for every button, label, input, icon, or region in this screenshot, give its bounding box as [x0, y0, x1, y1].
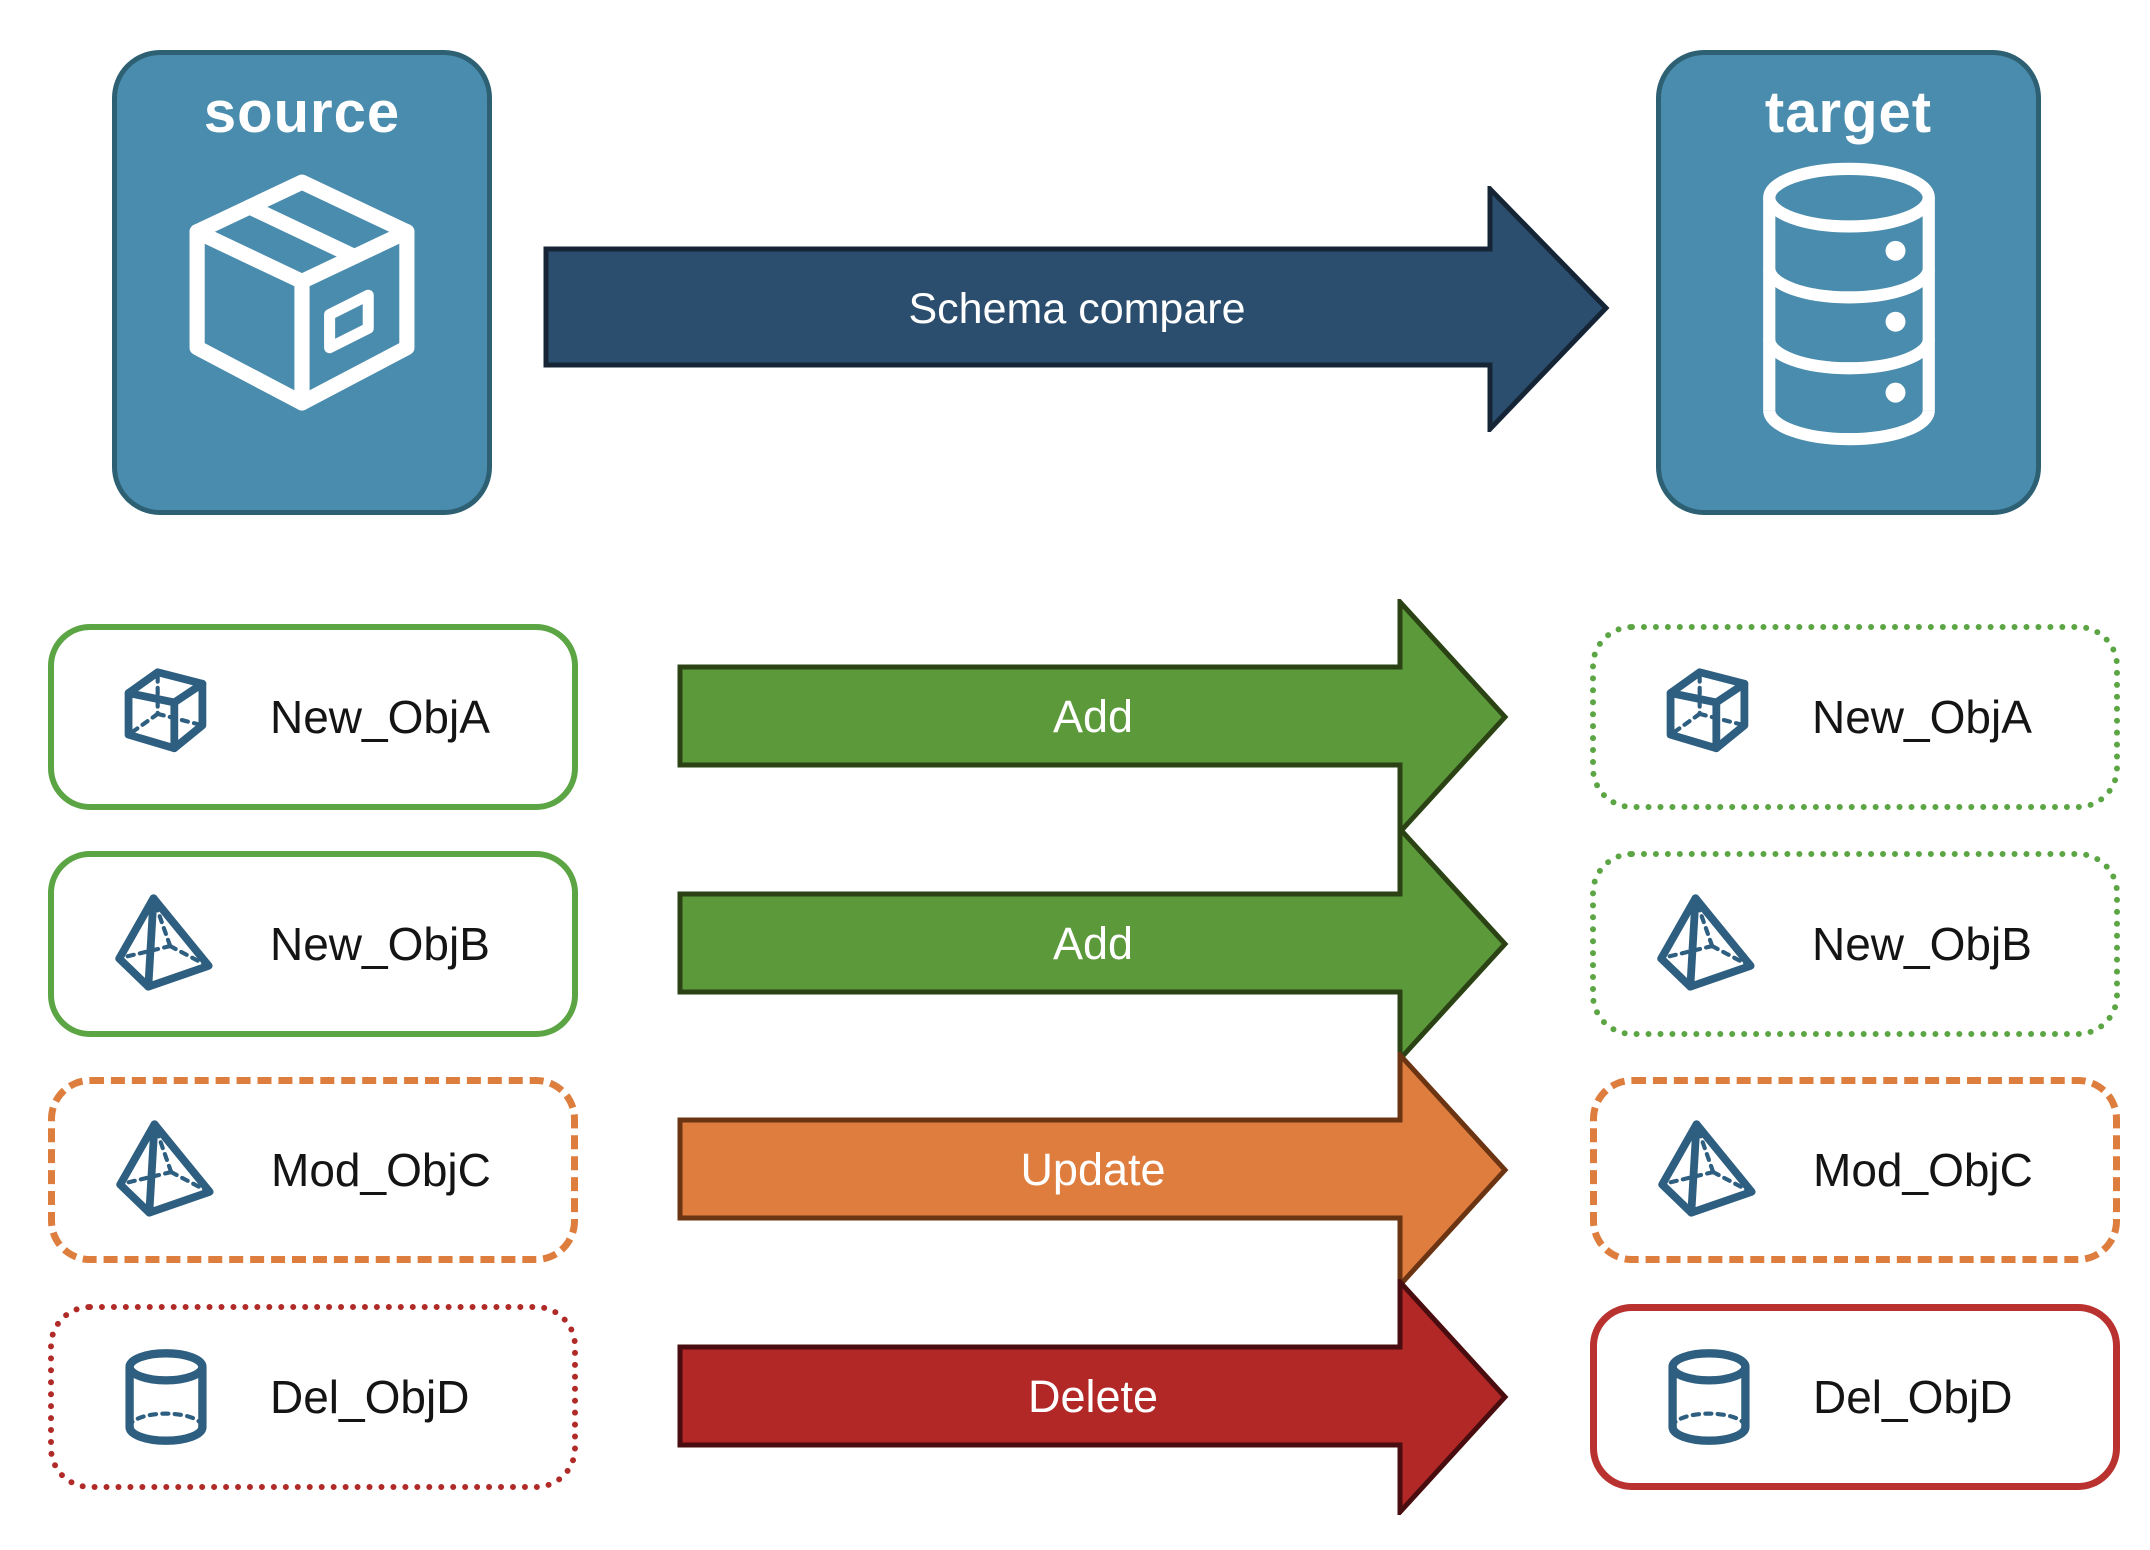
object-label: New_ObjB [1812, 918, 2032, 970]
cube-icon [1656, 665, 1760, 769]
schema-compare-arrow: Schema compare [543, 186, 1611, 432]
target-title: target [1764, 80, 1933, 145]
database-icon [1738, 160, 1960, 448]
target-node: target [1656, 50, 2041, 515]
object-label: New_ObjB [270, 918, 490, 970]
package-icon [164, 160, 440, 436]
target-object-card-new-objb: New_ObjB [1590, 851, 2120, 1037]
add-arrow-row1: Add [676, 599, 1510, 835]
source-title: source [203, 80, 401, 145]
source-object-card-del-objd: Del_ObjD [48, 1304, 578, 1490]
right-arrow-shape [677, 1052, 1509, 1288]
object-label: Mod_ObjC [1813, 1144, 2033, 1196]
update-arrow-row3: Update [676, 1052, 1510, 1288]
pyramid-icon [115, 1118, 219, 1222]
source-object-card-mod-objc: Mod_ObjC [48, 1077, 578, 1263]
pyramid-icon [114, 892, 218, 996]
right-arrow-shape [543, 186, 1610, 432]
object-label: New_ObjA [270, 691, 490, 743]
source-object-card-new-obja: New_ObjA [48, 624, 578, 810]
object-label: Del_ObjD [1813, 1371, 2013, 1423]
target-object-card-mod-objc: Mod_ObjC [1590, 1077, 2120, 1263]
right-arrow-shape [677, 1279, 1509, 1515]
object-label: New_ObjA [1812, 691, 2032, 743]
delete-arrow-row4: Delete [676, 1279, 1510, 1515]
cube-icon [114, 665, 218, 769]
object-label: Mod_ObjC [271, 1144, 491, 1196]
source-object-card-new-objb: New_ObjB [48, 851, 578, 1037]
right-arrow-shape [677, 599, 1509, 835]
cylinder-icon [114, 1345, 218, 1449]
target-object-card-del-objd: Del_ObjD [1590, 1304, 2120, 1490]
pyramid-icon [1657, 1118, 1761, 1222]
add-arrow-row2: Add [676, 826, 1510, 1062]
target-object-card-new-obja: New_ObjA [1590, 624, 2120, 810]
source-node: source [112, 50, 492, 515]
cylinder-icon [1657, 1345, 1761, 1449]
object-label: Del_ObjD [270, 1371, 470, 1423]
right-arrow-shape [677, 826, 1509, 1062]
pyramid-icon [1656, 892, 1760, 996]
